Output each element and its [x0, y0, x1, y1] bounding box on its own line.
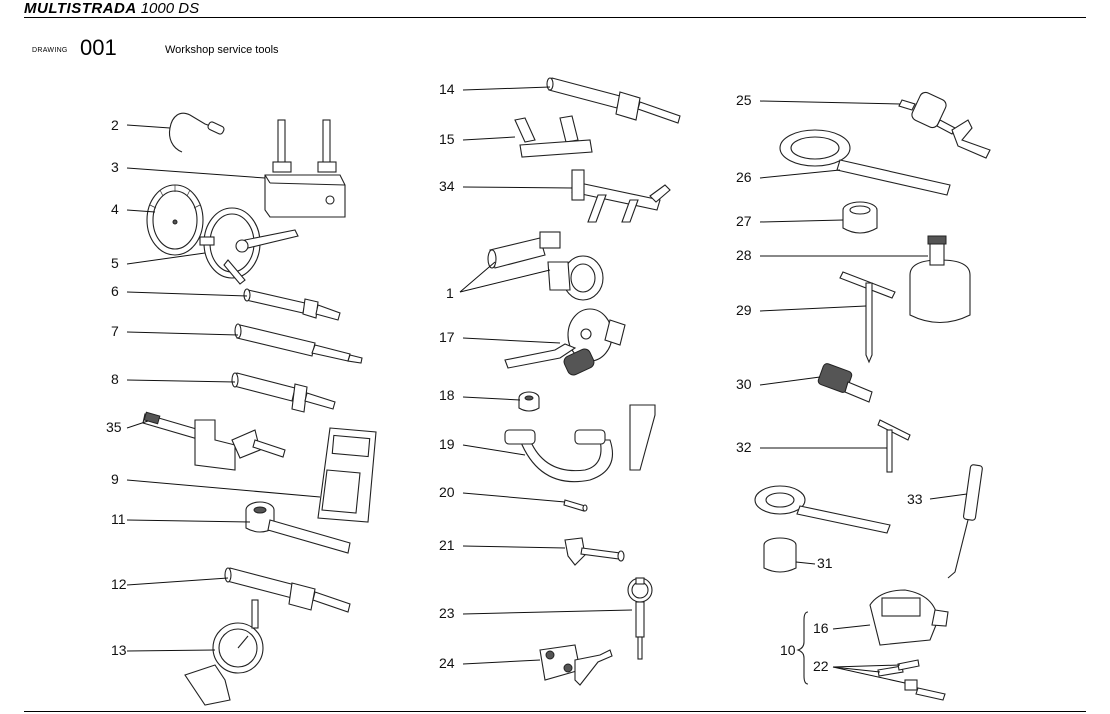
- seal-installer-icon: [487, 231, 604, 301]
- callout-29: 29: [736, 302, 752, 318]
- crank-puller-icon: [245, 501, 351, 554]
- callout-33: 33: [907, 491, 923, 507]
- callout-10: 10: [780, 642, 796, 658]
- callout-4: 4: [111, 201, 119, 217]
- callout-8: 8: [111, 371, 119, 387]
- callout-14: 14: [439, 81, 455, 97]
- spanner-socket-icon: [754, 485, 891, 573]
- flywheel-puller-icon: [504, 308, 626, 376]
- drift-punch-7-icon: [234, 323, 363, 364]
- callout-numbers: 2 3 4 5 6 7 8 35 9 11 12 13 14 15 34 1 1…: [106, 81, 923, 674]
- header-rule: [24, 17, 1086, 18]
- model-brand: MULTISTRADA: [24, 0, 137, 17]
- callout-6: 6: [111, 283, 119, 299]
- hex-key-icon: [877, 419, 911, 473]
- callout-16: 16: [813, 620, 829, 636]
- callout-34: 34: [439, 178, 455, 194]
- clamp-tool-icon: [539, 644, 613, 686]
- t-handle-puller-icon: [898, 91, 991, 159]
- callout-7: 7: [111, 323, 119, 339]
- drift-punch-6-icon: [243, 288, 341, 321]
- cam-holder-icon: [571, 169, 671, 223]
- callout-21: 21: [439, 537, 455, 553]
- slide-hammer-icon: [546, 77, 681, 124]
- model-version: 1000 DS: [140, 0, 200, 17]
- degree-wheel-icon: [146, 184, 204, 256]
- dial-holder-bracket-icon: [264, 119, 346, 218]
- callout-26: 26: [736, 169, 752, 185]
- callout-35: 35: [106, 419, 122, 435]
- leader-lines: [126, 86, 968, 684]
- alignment-tool-icon: [869, 589, 949, 646]
- callout-25: 25: [736, 92, 752, 108]
- screws-icon: [877, 659, 946, 701]
- callout-31: 31: [817, 555, 833, 571]
- callout-11: 11: [111, 511, 126, 527]
- tool-plate-icon: [514, 115, 593, 158]
- callout-15: 15: [439, 131, 455, 147]
- screw-clamp-icon: [564, 537, 625, 566]
- dial-gauge-icon: [184, 599, 264, 706]
- callout-23: 23: [439, 605, 455, 621]
- callout-18: 18: [439, 387, 455, 403]
- pin-icon: [563, 499, 588, 512]
- bore-gauge-icon: [627, 577, 653, 660]
- callout-32: 32: [736, 439, 752, 455]
- pin-wrench-icon: [168, 112, 225, 153]
- timing-disc-icon: [199, 207, 299, 285]
- callout-12: 12: [111, 576, 127, 592]
- extractor-screw-icon: [817, 363, 873, 403]
- hook-wrench-icon: [504, 404, 656, 483]
- callout-30: 30: [736, 376, 752, 392]
- spanner-wrench-icon: [779, 129, 951, 196]
- drawing-number: 001: [80, 35, 117, 60]
- callout-28: 28: [736, 247, 752, 263]
- t-handle-icon: [839, 271, 896, 364]
- callout-9: 9: [111, 471, 119, 487]
- callout-24: 24: [439, 655, 455, 671]
- callout-5: 5: [111, 255, 119, 271]
- callout-17: 17: [439, 329, 455, 345]
- footer-rule: [24, 711, 1086, 712]
- callout-3: 3: [111, 159, 119, 175]
- callout-19: 19: [439, 436, 455, 452]
- callout-22: 22: [813, 658, 829, 674]
- callout-2: 2: [111, 117, 119, 133]
- nut-icon: [518, 391, 540, 412]
- drift-punch-8-icon: [231, 372, 336, 413]
- drift-punch-12-icon: [224, 567, 351, 613]
- electronic-tester-icon: [317, 427, 377, 523]
- callout-20: 20: [439, 484, 455, 500]
- drawing-title: Workshop service tools: [165, 44, 279, 56]
- bearing-puller-icon: [909, 235, 971, 323]
- ring-nut-icon: [842, 201, 878, 234]
- callout-27: 27: [736, 213, 752, 229]
- slide-tool-icon: [142, 411, 286, 471]
- callout-1: 1: [446, 285, 454, 301]
- drawing-label: DRAWING: [32, 47, 68, 54]
- callout-13: 13: [111, 642, 127, 658]
- probe-icon: [947, 464, 983, 579]
